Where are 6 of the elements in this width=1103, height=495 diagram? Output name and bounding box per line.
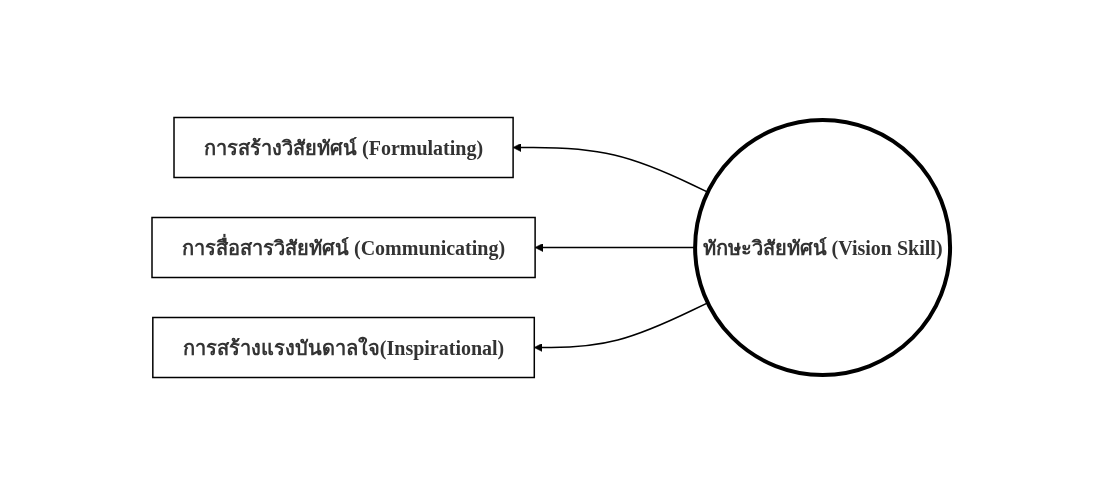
arrow <box>513 143 709 193</box>
arrow <box>534 302 709 352</box>
node-box: การสื่อสารวิสัยทัศน์ (Communicating) <box>151 216 537 279</box>
node-box: การสร้างวิสัยทัศน์ (Formulating) <box>173 116 515 179</box>
node-circle: ทักษะวิสัยทัศน์ (Vision Skill) <box>693 118 953 377</box>
node-box: การสร้างแรงบันดาลใจ(Inspirational) <box>152 316 536 379</box>
